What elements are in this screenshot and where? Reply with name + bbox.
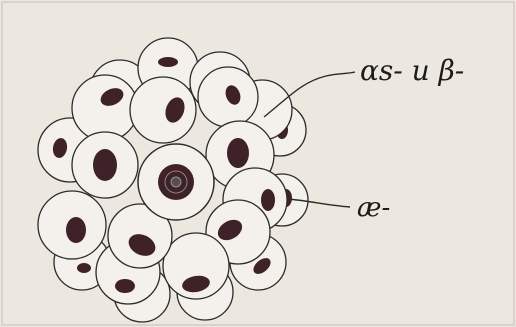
inner-nucleus: [227, 138, 249, 168]
outer-nucleus: [158, 57, 178, 67]
inner-cell: [130, 77, 196, 143]
central-nucleus-core: [171, 177, 181, 187]
outer-nucleus: [77, 263, 91, 273]
label-alpha-beta: αs- и β-: [360, 54, 464, 87]
inner-cell: [72, 75, 138, 141]
inner-nucleus: [66, 217, 86, 243]
inner-nucleus: [261, 189, 275, 211]
central-cell: [138, 144, 214, 220]
inner-nucleus: [93, 149, 117, 181]
label-kappa: æ-: [357, 193, 390, 223]
inner-nucleus: [115, 279, 135, 293]
